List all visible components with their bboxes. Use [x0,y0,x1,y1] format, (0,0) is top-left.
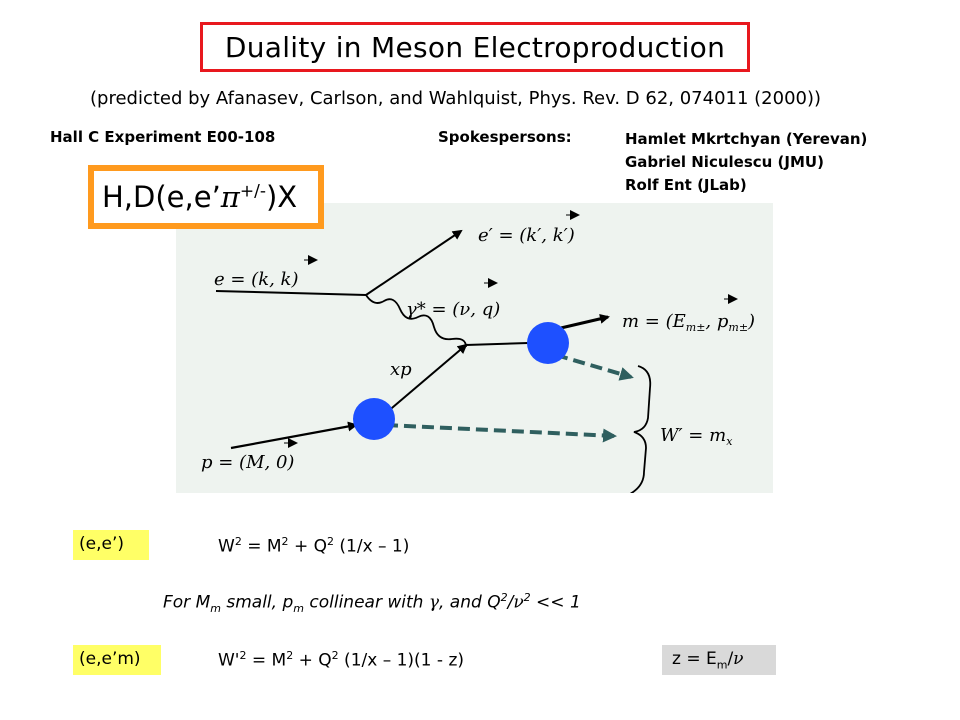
incoming-electron-label: e = (k, k) [214,269,298,290]
experiment-label: Hall C Experiment E00-108 [50,128,276,146]
wprime-label: W′ = mx [660,425,733,448]
proton-blob [353,398,395,440]
page-title: Duality in Meson Electroproduction [224,30,726,64]
outgoing-electron-line [365,229,463,296]
xp-label: xp [390,359,412,380]
collinear-note: For Mm small, pm collinear with γ, and Q… [163,591,581,616]
remnant-dashed-2 [385,423,617,443]
spokespersons-label: Spokespersons: [438,128,572,146]
eem-tag: (e,e’m) [73,645,161,675]
spokesperson-1: Hamlet Mkrtchyan (Yerevan) [625,130,868,148]
diagram-svg: e = (k, k) e′ = (k′, k′) γ* = (ν, q) m =… [201,210,755,493]
citation-subtitle: (predicted by Afanasev, Carlson, and Wah… [90,88,822,109]
wprime-equation: W'2 = M2 + Q2 (1/x – 1)(1 - z) [218,649,464,671]
spokespersons-list: Hamlet Mkrtchyan (Yerevan) Gabriel Nicul… [625,128,867,197]
proton-line [230,421,358,450]
photon-label: γ* = (ν, q) [406,299,500,320]
incoming-electron-line [215,290,367,296]
title-box: Duality in Meson Electroproduction [200,22,750,72]
remnant-dashed-1 [555,353,634,381]
proton-label: p = (M, 0) [201,452,294,473]
spokesperson-2: Gabriel Niculescu (JMU) [625,153,824,171]
reaction-label: H,D(e,e’π+/-)X [102,180,298,214]
ee-tag: (e,e’) [73,530,149,560]
photon-line [365,294,467,348]
spokesperson-3: Rolf Ent (JLab) [625,176,747,194]
meson-blob [527,322,569,364]
reaction-box: H,D(e,e’π+/-)X [88,165,324,229]
feynman-diagram: e = (k, k) e′ = (k′, k′) γ* = (ν, q) m =… [176,203,773,493]
quark-line-up [385,343,468,414]
outgoing-electron-label: e′ = (k′, k′) [478,225,575,246]
z-definition-box: z = Em/ν [662,645,776,675]
brace [629,365,652,493]
meson-label: m = (Em±, pm±) [622,311,755,334]
w-equation: W2 = M2 + Q2 (1/x – 1) [218,535,410,557]
quark-line-right [465,342,529,346]
